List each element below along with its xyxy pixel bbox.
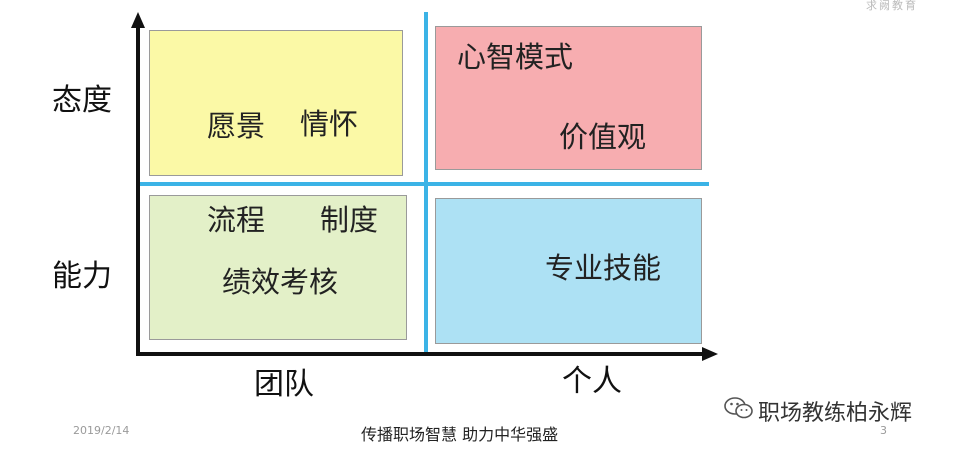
quadrant-team-attitude <box>149 30 403 176</box>
footer-slogan: 传播职场智慧 助力中华强盛 <box>361 425 559 444</box>
quadrant-text-system: 制度 <box>320 203 379 237</box>
quadrant-text-values: 价值观 <box>559 120 647 154</box>
quadrant-text-performance: 绩效考核 <box>222 265 339 299</box>
quadrant-text-process: 流程 <box>207 203 266 237</box>
quadrant-text-passion: 情怀 <box>300 107 359 141</box>
brand-logo: 求阙教育 <box>866 0 918 12</box>
quadrant-text-skills: 专业技能 <box>545 251 662 285</box>
y-axis-arrow <box>131 12 145 28</box>
quadrant-text-mental-model: 心智模式 <box>457 40 574 74</box>
footer-page-number: 3 <box>880 424 887 437</box>
quadrant-team-ability <box>149 195 407 340</box>
footer-date: 2019/2/14 <box>73 424 130 437</box>
wechat-icon <box>724 397 753 419</box>
watermark-brand: 职场教练柏永辉 <box>758 401 913 426</box>
x-axis-arrow <box>702 347 718 361</box>
x-label-team: 团队 <box>254 367 314 402</box>
quadrant-individual-ability <box>435 198 702 344</box>
quadrant-individual-attitude <box>435 26 702 170</box>
x-label-individual: 个人 <box>562 364 622 399</box>
y-label-ability: 能力 <box>52 259 112 294</box>
y-label-attitude: 态度 <box>52 83 112 118</box>
quadrant-text-vision: 愿景 <box>207 109 266 143</box>
